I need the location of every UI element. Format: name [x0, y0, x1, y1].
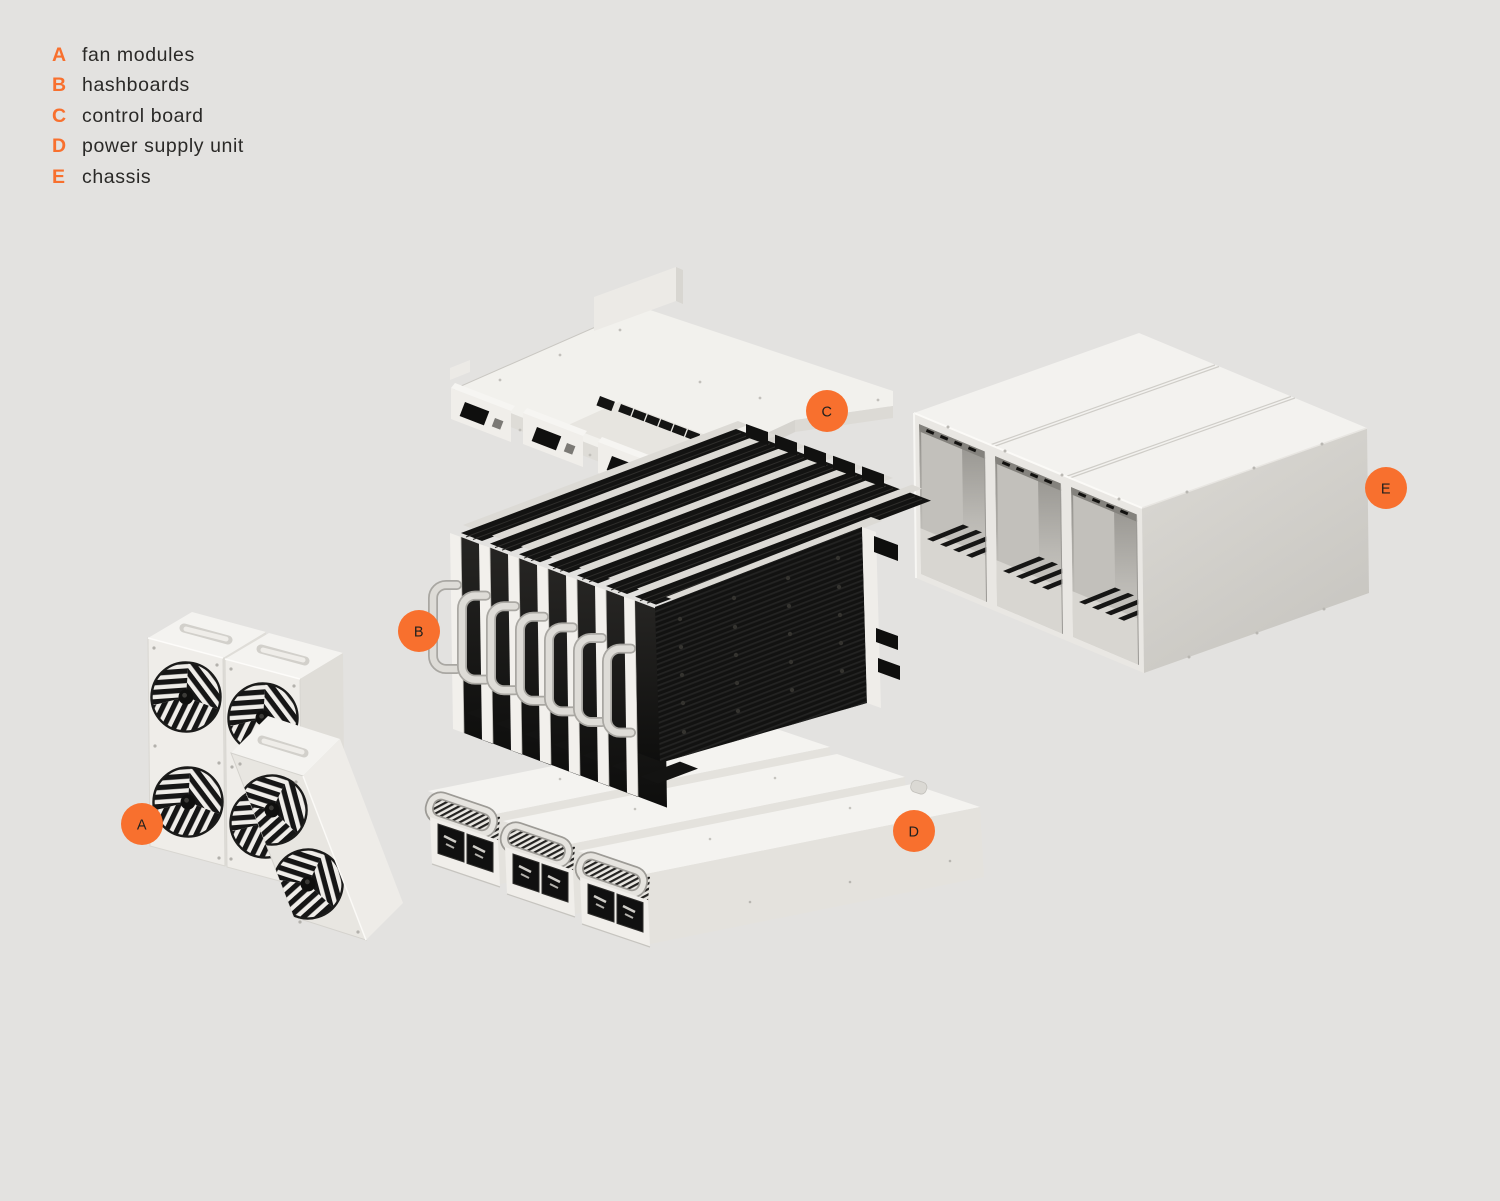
marker-d-circle — [893, 810, 935, 852]
psu-rear-stub — [910, 779, 928, 795]
legend-row-power-supply-unit: D power supply unit — [52, 135, 244, 165]
control-tray-top — [452, 307, 893, 477]
hashboard-8-power-connectors — [874, 536, 900, 680]
legend-row-control-board: C control board — [52, 105, 244, 135]
control-tray-tab — [450, 360, 470, 380]
marker-a-circle — [121, 803, 163, 845]
chassis — [913, 333, 1369, 673]
control-tray-flange — [594, 267, 676, 331]
legend-label-chassis: chassis — [82, 165, 152, 188]
marker-d: D — [893, 810, 935, 852]
legend-label-control-board: control board — [82, 104, 204, 127]
hashboard-8 — [635, 517, 900, 763]
fan-module-tilted — [230, 716, 403, 941]
hashboard-top-connectors — [746, 424, 884, 488]
legend-letter-a: A — [52, 44, 67, 66]
legend-letter-c: C — [52, 104, 67, 127]
legend-row-chassis: E chassis — [52, 166, 244, 196]
marker-a-letter: A — [137, 818, 147, 834]
markers: A B C D E — [121, 390, 1407, 852]
legend-label-power-supply-unit: power supply unit — [82, 135, 244, 158]
legend-letter-e: E — [52, 165, 66, 188]
legend-label-fan-modules: fan modules — [82, 44, 195, 66]
marker-b: B — [398, 610, 440, 652]
marker-b-letter: B — [414, 625, 424, 641]
marker-e: E — [1365, 467, 1407, 509]
legend-row-hashboards: B hashboards — [52, 74, 244, 104]
legend-letter-b: B — [52, 74, 67, 97]
legend-letter-d: D — [52, 135, 67, 158]
chassis-roof-seams — [989, 364, 1296, 479]
fan-modules — [148, 612, 403, 941]
marker-e-letter: E — [1381, 482, 1391, 498]
marker-c-circle — [806, 390, 848, 432]
hashboards — [433, 421, 931, 808]
marker-a: A — [121, 803, 163, 845]
marker-e-circle — [1365, 467, 1407, 509]
chassis-top-face — [914, 333, 1367, 508]
marker-d-letter: D — [909, 825, 920, 841]
marker-c: C — [806, 390, 848, 432]
legend-row-fan-modules: A fan modules — [52, 44, 244, 74]
chassis-screws — [946, 425, 1326, 659]
hashboard-8-screws — [677, 555, 845, 735]
control-tray-screws — [498, 328, 880, 457]
legend: A fan modules B hashboards C control boa… — [52, 44, 244, 196]
hashboard-8-pcb-edge — [862, 527, 881, 708]
marker-b-circle — [398, 610, 440, 652]
legend-label-hashboards: hashboards — [82, 74, 190, 97]
marker-c-letter: C — [822, 405, 833, 421]
chassis-right-face — [1142, 428, 1369, 673]
psu-group — [426, 724, 984, 947]
